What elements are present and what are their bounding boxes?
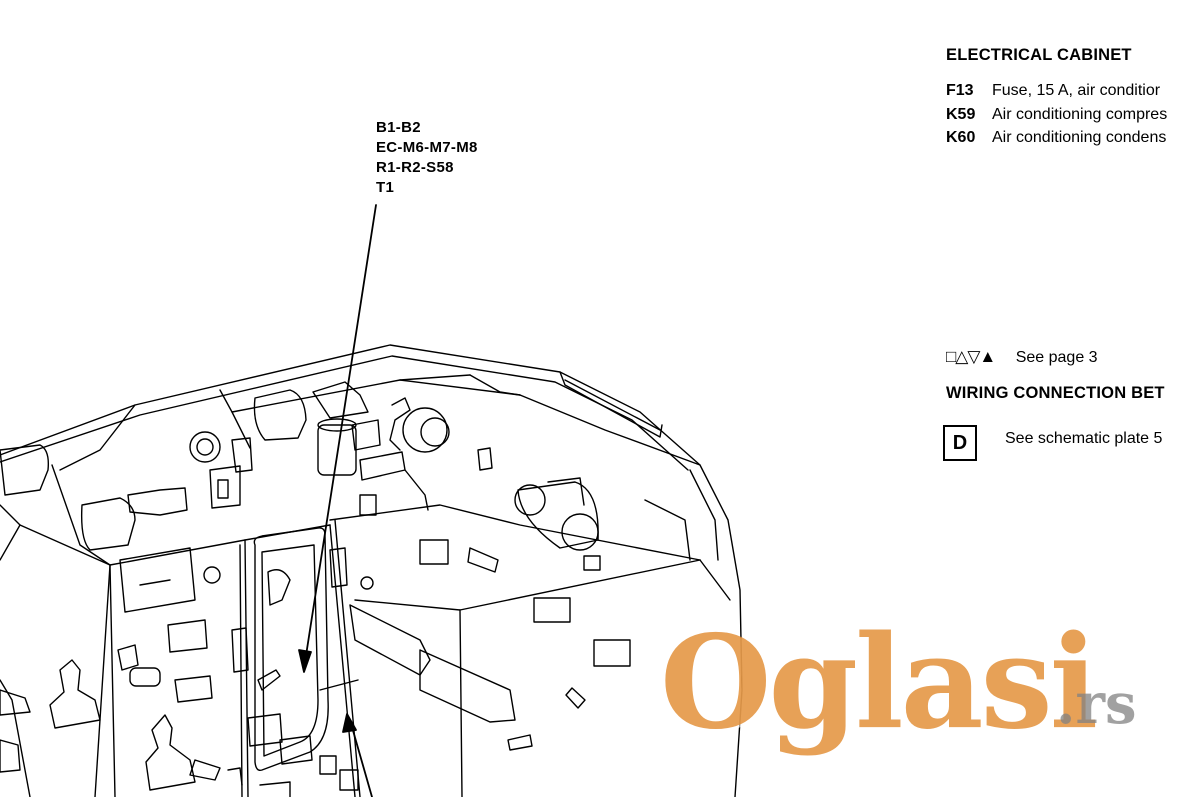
shape-symbols-icon: □△▽▲	[946, 347, 996, 366]
legend-code: F13	[946, 82, 974, 99]
connector-d-box: D	[943, 425, 977, 461]
legend-row: F13 Fuse, 15 A, air conditior	[946, 79, 1167, 103]
electrical-cabinet-title: ELECTRICAL CABINET	[946, 46, 1132, 64]
leader-line-main	[304, 204, 377, 663]
legend-desc: Air conditioning compres	[992, 105, 1168, 123]
component-callout: B1-B2 EC-M6-M7-M8 R1-R2-S58 T1	[376, 118, 478, 198]
legend-desc: Air conditioning condens	[992, 129, 1167, 146]
callout-line-4: T1	[376, 179, 395, 196]
symbols-note-text: See page 3	[1015, 349, 1098, 366]
wiring-connection-title: WIRING CONNECTION BET	[946, 384, 1165, 402]
legend-row: K60 Air conditioning condens	[946, 126, 1167, 150]
legend-code: K60	[946, 129, 976, 146]
arrowhead-lower	[342, 713, 357, 733]
side-panel	[319, 519, 701, 797]
symbols-note: □△▽▲ See page 3	[946, 347, 1098, 367]
arrowhead-main	[298, 649, 312, 673]
schematic-reference: See schematic plate 5	[1005, 430, 1163, 447]
door-panel	[253, 527, 329, 772]
legend-code: K59	[946, 105, 976, 123]
components	[0, 381, 631, 797]
leader-arrows	[298, 204, 377, 797]
legend-desc: Fuse, 15 A, air conditior	[992, 82, 1161, 99]
cab-front-frame	[0, 504, 249, 797]
callout-line-2: EC-M6-M7-M8	[376, 139, 478, 156]
cab-roof-outline	[0, 344, 743, 797]
callout-line-3: R1-R2-S58	[376, 159, 454, 176]
legend-row: K59 Air conditioning compres	[946, 103, 1167, 127]
leader-line-lower	[349, 719, 373, 797]
callout-line-1: B1-B2	[376, 119, 421, 136]
